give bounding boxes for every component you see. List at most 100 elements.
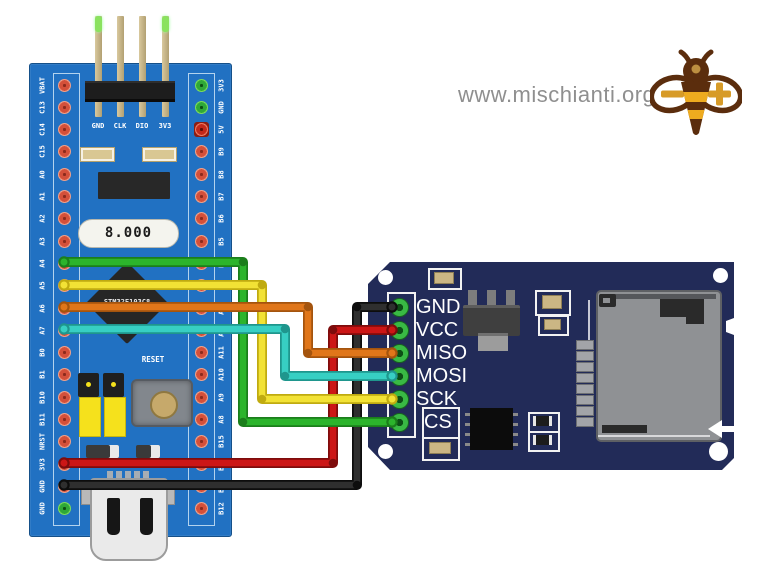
slot-spring-latch	[660, 312, 688, 317]
usb-contact	[143, 471, 149, 480]
smd-resistor-cs[interactable]	[429, 442, 451, 454]
debug-header-pin-dio[interactable]	[138, 16, 146, 117]
debug-header-pin-gnd[interactable]	[94, 16, 102, 117]
mounting-hole-top-right	[713, 268, 728, 283]
soic-leg	[513, 443, 518, 446]
bluepill-pin-left-nrst[interactable]	[58, 435, 71, 449]
plus-icon-vertical	[716, 82, 723, 106]
smd-fuse-left[interactable]	[80, 147, 115, 162]
bluepill-pin-right-b9[interactable]	[195, 145, 208, 159]
sd-module-pin-label-sck: SCK	[416, 388, 458, 410]
boot1-jumper-dot	[111, 382, 116, 387]
reset-label: RESET	[141, 355, 165, 364]
regulator-leg	[506, 290, 515, 306]
boot0-jumper-header[interactable]	[79, 397, 101, 437]
usb-contact	[125, 471, 131, 480]
bee-head-dot	[691, 64, 701, 74]
debug-header-pin-3v3[interactable]	[161, 16, 169, 117]
smd-resistor-right[interactable]	[136, 445, 160, 458]
card-insert-arrow-icon	[708, 420, 722, 438]
bluepill-pin-right-a10[interactable]	[195, 368, 208, 382]
minus-icon	[661, 90, 684, 98]
slot-spring-latch	[660, 299, 704, 312]
bluepill-pin-right-5v[interactable]	[195, 123, 208, 137]
bluepill-pin-right-b15[interactable]	[195, 435, 208, 449]
bluepill-pin-left-a0[interactable]	[58, 167, 71, 181]
slot-spring-latch	[686, 312, 704, 324]
debug-header-label: CLK	[113, 122, 127, 130]
silk-box-resistor-2	[528, 431, 560, 452]
bluepill-pin-left-gnd[interactable]	[58, 502, 71, 516]
wire-cs-A4-to-CS[interactable]	[58, 256, 398, 428]
debug-header-socket[interactable]	[85, 81, 175, 102]
bluepill-pin-left-c15[interactable]	[58, 145, 71, 159]
regulator-leg	[487, 290, 496, 306]
bluepill-pin-left-b10[interactable]	[58, 390, 71, 404]
debug-header-label: DIO	[135, 122, 149, 130]
bluepill-pin-right-b8[interactable]	[195, 167, 208, 181]
smd-capacitor[interactable]	[544, 319, 561, 330]
debug-header-pin-clk[interactable]	[116, 16, 124, 117]
bluepill-pin-right-a11[interactable]	[195, 346, 208, 360]
wire-miso-A6-to-MISO[interactable]	[58, 301, 398, 359]
sd-module-pin-label-gnd: GND	[416, 296, 461, 318]
silkscreen-line-horizontal	[598, 435, 710, 437]
crystal-8mhz[interactable]: 8.000	[78, 219, 179, 248]
smd-resistor-left[interactable]	[86, 445, 119, 458]
bluepill-pin-left-a1[interactable]	[58, 190, 71, 203]
level-shifter-chip[interactable]	[470, 408, 513, 450]
slot-contact	[576, 417, 594, 427]
slot-contact	[576, 373, 594, 383]
bluepill-pin-right-3v3[interactable]	[195, 78, 208, 92]
silkscreen-line-vertical	[588, 300, 590, 347]
bluepill-pin-left-a2[interactable]	[58, 212, 71, 226]
bluepill-pin-right-gnd[interactable]	[195, 100, 208, 114]
bluepill-pin-right-b6[interactable]	[195, 212, 208, 226]
slot-contact	[576, 362, 594, 372]
bluepill-pin-right-a8[interactable]	[195, 413, 208, 426]
bluepill-pin-left-b0[interactable]	[58, 346, 71, 360]
sd-module-pin-label-vcc: VCC	[416, 319, 459, 341]
bluepill-pin-left-vbat[interactable]	[58, 78, 71, 92]
bluepill-pin-left-c14[interactable]	[58, 123, 71, 137]
bluepill-pin-left-b1[interactable]	[58, 368, 71, 382]
soic-leg	[513, 423, 518, 426]
bluepill-pin-right-a9[interactable]	[195, 390, 208, 404]
smd-resistor[interactable]	[533, 416, 552, 426]
boot1-jumper-header[interactable]	[104, 397, 126, 437]
regulator-tab	[478, 333, 508, 351]
debug-header-pin-tip	[94, 16, 102, 32]
slot-detect-switch	[599, 294, 616, 307]
reset-button[interactable]	[131, 379, 193, 427]
smd-fuse-right[interactable]	[142, 147, 177, 162]
silk-box-cs-lower	[422, 437, 460, 461]
slot-contact	[576, 406, 594, 416]
voltage-regulator[interactable]	[463, 305, 520, 336]
silk-box-capacitor-2	[538, 315, 569, 336]
smd-capacitor[interactable]	[434, 272, 454, 284]
bluepill-pin-left-a3[interactable]	[58, 234, 71, 248]
smd-resistor[interactable]	[533, 435, 552, 445]
slot-top-edge	[600, 294, 716, 299]
usb-contact	[107, 471, 113, 480]
bluepill-pin-left-c13[interactable]	[58, 100, 71, 114]
bluepill-pin-right-b5[interactable]	[195, 234, 208, 248]
usb-contact	[134, 471, 140, 480]
smd-capacitor[interactable]	[542, 295, 562, 309]
wire-sck-A5-to-SCK[interactable]	[58, 279, 398, 405]
micro-sd-slot[interactable]	[596, 290, 722, 442]
usb-protection-chip[interactable]	[98, 172, 170, 199]
bluepill-pin-right-b7[interactable]	[195, 190, 208, 203]
soic-leg	[513, 433, 518, 436]
bluepill-pin-right-b12[interactable]	[195, 502, 208, 516]
micro-usb-connector[interactable]	[90, 478, 168, 561]
usb-slot-right	[140, 498, 153, 535]
wire-mosi-A7-to-MOSI[interactable]	[58, 323, 398, 382]
reset-button-cap[interactable]	[150, 391, 178, 419]
mounting-hole-bottom-right	[709, 442, 728, 461]
debug-header-label: GND	[91, 122, 105, 130]
soic-leg	[513, 413, 518, 416]
bluepill-pin-left-b11[interactable]	[58, 413, 71, 426]
regulator-leg	[468, 290, 477, 306]
